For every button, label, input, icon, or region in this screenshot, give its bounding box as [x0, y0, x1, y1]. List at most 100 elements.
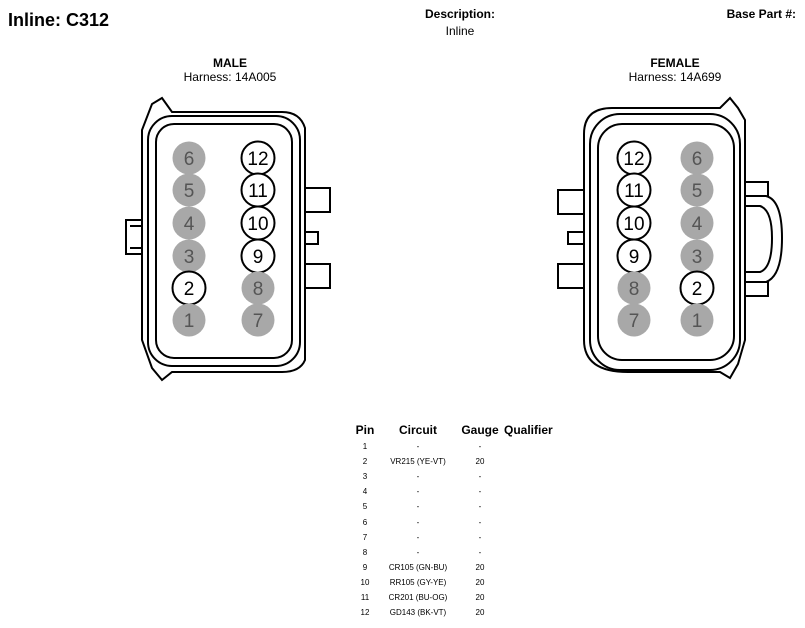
circuit-column-header: Circuit [398, 423, 437, 437]
qualifier-cell [504, 545, 564, 560]
male-connector-housing [125, 96, 331, 382]
pin-circle [680, 141, 714, 175]
pin-cell: 4 [362, 487, 368, 497]
pin-number: 3 [692, 247, 703, 268]
table-row: 4-- [350, 484, 564, 499]
male-pin-3: 3 [172, 239, 206, 273]
pin-circle [680, 239, 714, 273]
pin-circle [172, 141, 206, 175]
male-connector-title: MALE [213, 56, 247, 70]
male-pin-4: 4 [172, 206, 206, 240]
pin-cell: 2 [362, 457, 368, 467]
pin-number: 9 [629, 247, 640, 268]
qualifier-cell [504, 454, 564, 469]
female-pin-6: 6 [680, 141, 714, 175]
pin-circle [616, 238, 652, 274]
female-pin-5: 5 [680, 173, 714, 207]
gauge-cell: - [478, 532, 482, 542]
pin-circle [616, 140, 652, 176]
gauge-column-header: Gauge [461, 423, 499, 437]
pin-cell: 9 [362, 562, 368, 572]
circuit-cell: - [416, 547, 420, 557]
circuit-cell: CR201 (BU-OG) [388, 592, 448, 602]
female-pin-9: 9 [616, 238, 652, 274]
gauge-cell: - [478, 472, 482, 482]
pin-number: 3 [184, 247, 195, 268]
female-connector-housing [557, 96, 784, 380]
male-pin-7: 7 [241, 303, 275, 337]
pin-number: 12 [247, 149, 268, 170]
table-row: 5-- [350, 499, 564, 514]
gauge-cell: 20 [475, 608, 485, 618]
pin-number: 8 [253, 279, 264, 300]
qualifier-cell [504, 560, 564, 575]
pin-circle [680, 206, 714, 240]
qualifier-cell [504, 514, 564, 529]
description-label: Description: [424, 7, 495, 21]
qualifier-cell [504, 439, 564, 454]
pin-circle [240, 172, 276, 208]
male-pin-5: 5 [172, 173, 206, 207]
table-row: 1-- [350, 439, 564, 454]
pin-circle [616, 172, 652, 208]
gauge-cell: 20 [475, 457, 485, 467]
pin-circle [240, 205, 276, 241]
pin-circle [617, 303, 651, 337]
pin-number: 10 [247, 214, 268, 235]
pin-circle [616, 205, 652, 241]
circuit-cell: - [416, 502, 420, 512]
pin-cell: 1 [362, 442, 368, 452]
qualifier-cell [504, 499, 564, 514]
pin-circle [172, 239, 206, 273]
female-pin-1: 1 [680, 303, 714, 337]
qualifier-cell [504, 484, 564, 499]
gauge-cell: - [478, 487, 482, 497]
qualifier-cell [504, 469, 564, 484]
gauge-cell: - [478, 517, 482, 527]
male-pin-8: 8 [241, 271, 275, 305]
qualifier-cell [504, 575, 564, 590]
pin-circle [680, 303, 714, 337]
pin-cell: 3 [362, 472, 368, 482]
female-pin-7: 7 [617, 303, 651, 337]
pin-circle [679, 270, 715, 306]
pin-circle [240, 238, 276, 274]
gauge-cell: - [478, 547, 482, 557]
pin-circle [617, 271, 651, 305]
pin-number: 1 [184, 311, 195, 332]
circuit-cell: - [416, 532, 420, 542]
female-pin-11: 11 [616, 172, 652, 208]
male-pin-1: 1 [172, 303, 206, 337]
circuit-cell: - [416, 472, 420, 482]
pin-number: 2 [184, 279, 195, 300]
pin-number: 5 [184, 181, 195, 202]
connector-title: Inline: C312 [8, 10, 110, 30]
qualifier-cell [504, 590, 564, 605]
pin-number: 7 [629, 311, 640, 332]
female-pin-10: 10 [616, 205, 652, 241]
table-row: 7 - - [350, 530, 564, 545]
pin-number: 1 [692, 311, 703, 332]
base-part-label: Base Part #: [726, 7, 796, 21]
pin-cell: 6 [362, 517, 368, 527]
pin-circle [240, 140, 276, 176]
circuit-cell: CR105 (GN-BU) [388, 562, 448, 572]
pin-circle [172, 303, 206, 337]
pin-number: 5 [692, 181, 703, 202]
pin-number: 12 [623, 149, 644, 170]
pin-column-header: Pin [355, 423, 375, 437]
pin-number: 9 [253, 247, 264, 268]
male-pin-10: 10 [240, 205, 276, 241]
pin-number: 7 [253, 311, 264, 332]
male-pin-2: 2 [171, 270, 207, 306]
pin-number: 4 [184, 214, 195, 235]
pin-number: 8 [629, 279, 640, 300]
gauge-cell: 20 [475, 592, 485, 602]
male-pin-9: 9 [240, 238, 276, 274]
qualifier-column-header: Qualifier [504, 423, 553, 437]
pin-cell: 7 [362, 532, 368, 542]
